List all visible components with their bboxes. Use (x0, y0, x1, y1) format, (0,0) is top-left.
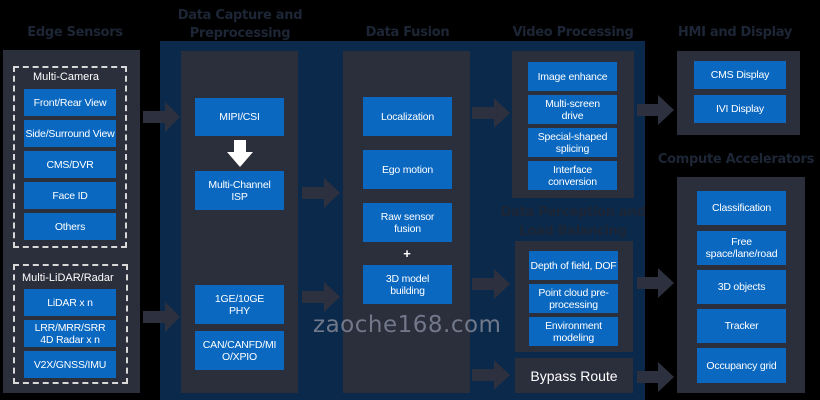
environment-modeling-block: Environment modeling (529, 317, 618, 346)
multi-lidar-label: Multi-LiDAR/Radar (22, 272, 114, 284)
localization-block: Localization (363, 97, 452, 136)
image-enhance-block: Image enhance (528, 62, 617, 91)
multi-screen-drive-block: Multi-screen drive (528, 95, 617, 124)
classification-block: Classification (697, 191, 786, 225)
heading-edge-sensors: Edge Sensors (27, 25, 123, 40)
point-cloud-block: Point cloud pre-processing (529, 284, 618, 313)
face-id-block: Face ID (24, 182, 116, 209)
radar-block: LRR/MRR/SRR 4D Radar x n (24, 320, 116, 347)
can-block: CAN/CANFD/MIO/XPIO (195, 331, 284, 370)
arrow-fusion-to-perception (472, 269, 510, 299)
watermark: zaoche168.com (313, 312, 502, 338)
heading-perception-1: Data Perception and (500, 205, 646, 220)
ego-motion-block: Ego motion (363, 150, 452, 189)
cms-dvr-block: CMS/DVR (24, 151, 116, 178)
bypass-route-block: Bypass Route (515, 358, 633, 393)
cms-display-block: CMS Display (694, 61, 786, 89)
heading-perception-2: Load Balancing (519, 224, 627, 239)
free-space-block: Free space/lane/road (697, 231, 786, 265)
mipi-csi-block: MIPI/CSI (195, 98, 284, 136)
tracker-block: Tracker (697, 309, 786, 343)
arrow-fusion-to-video (472, 98, 510, 128)
multi-camera-label: Multi-Camera (33, 71, 100, 83)
arrow-capture-to-fusion-2 (302, 282, 340, 312)
raw-sensor-fusion-block: Raw sensor fusion (363, 203, 452, 242)
heading-fusion: Data Fusion (365, 25, 450, 40)
3d-objects-block: 3D objects (697, 270, 786, 304)
arrow-perception-to-compute (637, 268, 674, 298)
v2x-gnss-imu-block: V2X/GNSS/IMU (24, 351, 116, 378)
plus-sign: + (403, 246, 411, 261)
arrow-camera-to-capture (143, 102, 180, 132)
special-shaped-splicing-block: Special-shaped splicing (528, 128, 617, 157)
multi-lidar-group (13, 264, 128, 384)
ivi-display-block: IVI Display (694, 95, 786, 123)
heading-capture-2: Preprocessing (189, 26, 291, 41)
heading-compute: Compute Accelerators (657, 152, 815, 167)
occupancy-grid-block: Occupancy grid (697, 348, 786, 383)
heading-capture-1: Data Capture and (177, 8, 303, 23)
down-arrow-icon (227, 140, 253, 167)
heading-video: Video Processing (512, 25, 634, 40)
side-surround-view-block: Side/Surround View (24, 120, 116, 147)
others-block: Others (24, 213, 116, 240)
3d-model-building-block: 3D model building (363, 265, 452, 304)
lidar-block: LiDAR x n (24, 289, 116, 316)
heading-hmi: HMI and Display (677, 25, 793, 40)
multi-channel-isp-block: Multi-Channel ISP (195, 171, 284, 210)
phy-block: 1GE/10GE PHY (195, 285, 284, 324)
arrow-video-to-hmi (637, 95, 674, 125)
arrow-fusion-to-bypass (472, 360, 510, 390)
arrow-capture-to-fusion-1 (302, 178, 340, 208)
multi-camera-group (13, 66, 127, 248)
front-rear-view-block: Front/Rear View (24, 89, 116, 116)
arrow-bypass-to-compute (637, 362, 674, 392)
interface-conversion-block: Interface conversion (528, 161, 617, 190)
arrow-lidar-to-capture (143, 302, 180, 332)
depth-of-field-block: Depth of field, DOF (529, 251, 618, 280)
